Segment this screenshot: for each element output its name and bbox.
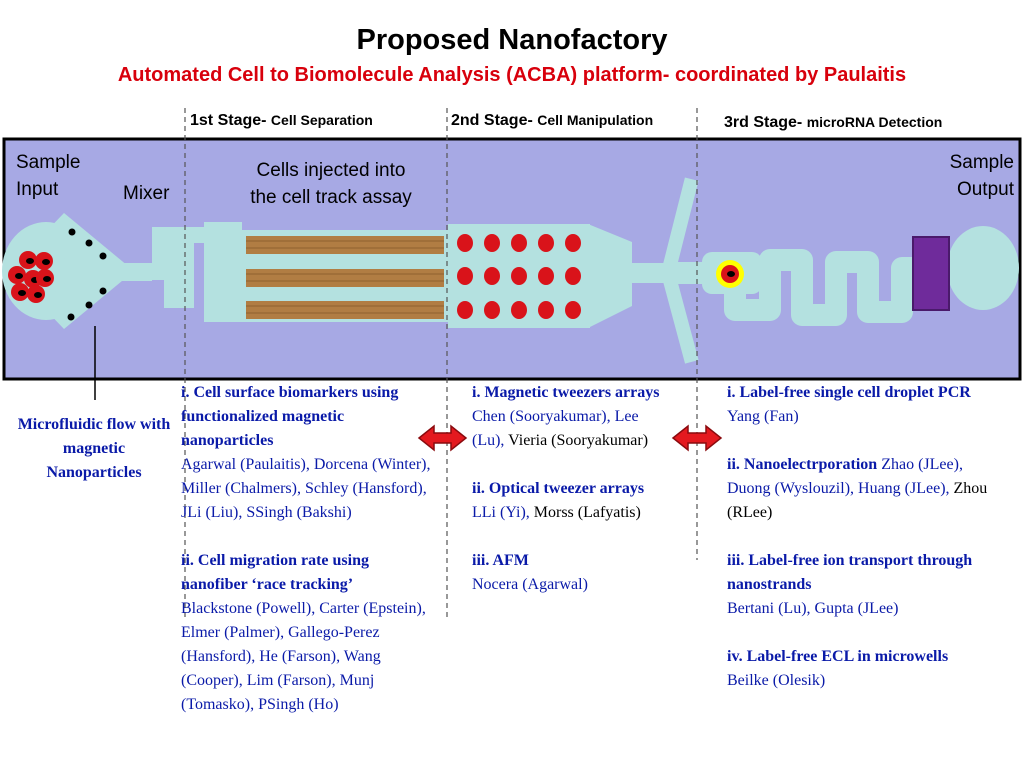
method-title: iii. AFM (472, 552, 529, 569)
output-chamber (947, 226, 1019, 310)
manipulated-cells (457, 234, 581, 319)
sample-input-line-1: Sample (16, 152, 81, 173)
method-title: i. Magnetic tweezers arrays (472, 384, 660, 401)
double-arrow-left (417, 424, 468, 452)
method-item: iv. Label-free ECL in microwells Beilke … (727, 645, 997, 693)
method-item: iii. AFM Nocera (Agarwal) (472, 549, 662, 597)
method-names: Nocera (Agarwal) (472, 576, 588, 593)
method-names: Yang (Fan) (727, 408, 799, 425)
sample-output-label: Sample Output (900, 149, 1014, 203)
nanofiber-track (246, 236, 444, 254)
method-names: Zhao (JLee), Duong (Wyslouzil), Huang (J… (727, 456, 963, 497)
method-names: LLi (Yi), (472, 504, 530, 521)
stage-1-methods: i. Cell surface biomarkers using functio… (181, 381, 431, 717)
sample-output-line-1: Sample (949, 152, 1014, 173)
nanofiber-track (246, 269, 444, 287)
input-cells (8, 251, 54, 303)
method-title: ii. Nanoelectrporation (727, 456, 878, 473)
method-title: ii. Cell migration rate using nanofiber … (181, 552, 369, 593)
cells-injected-line-2: the cell track assay (250, 187, 412, 208)
nanofiber-tracks (246, 236, 444, 319)
method-names-extra: Zhou (RLee) (727, 480, 988, 521)
stage-1-desc: Cell Separation (270, 112, 373, 128)
method-names: Beilke (Olesik) (727, 672, 826, 689)
method-names-extra: Morss (Lafyatis) (533, 504, 641, 521)
stage-1-name: 1st Stage- (190, 112, 267, 129)
stage-dividers (184, 108, 698, 620)
page-subtitle: Automated Cell to Biomolecule Analysis (… (117, 64, 907, 86)
method-item: iii. Label-free ion transport through na… (727, 549, 997, 621)
stage-2-heading: 2nd Stage- Cell Manipulation (451, 112, 653, 130)
mixer-label: Mixer (123, 183, 170, 204)
method-title: ii. Optical tweezer arrays (472, 480, 645, 497)
cells-injected-line-1: Cells injected into (256, 160, 406, 181)
method-title: i. Label-free single cell droplet PCR (727, 384, 971, 401)
stage-2-desc: Cell Manipulation (537, 112, 654, 128)
mixer-block (204, 222, 242, 322)
detection-serpentine (668, 249, 980, 326)
method-item: ii. Nanoelectrporation Zhao (JLee), Duon… (727, 453, 997, 525)
method-item: i. Cell surface biomarkers using functio… (181, 381, 431, 525)
method-item: ii. Cell migration rate using nanofiber … (181, 549, 431, 717)
microfluidic-note: Microfluidic flow with magnetic Nanopart… (17, 416, 171, 481)
method-names: Bertani (Lu), Gupta (JLee) (727, 600, 899, 617)
stage-3-methods: i. Label-free single cell droplet PCR Ya… (727, 381, 997, 693)
stage-2-name: 2nd Stage- (451, 112, 533, 129)
branch-channels (659, 177, 699, 364)
method-item: i. Label-free single cell droplet PCR Ya… (727, 381, 997, 429)
double-arrow-right (671, 424, 723, 452)
stage-3-name: 3rd Stage- (724, 114, 803, 131)
method-title: iii. Label-free ion transport through na… (727, 552, 973, 593)
cells-injected-label: Cells injected into the cell track assay (228, 157, 434, 211)
stage-2-methods: i. Magnetic tweezers arrays Chen (Soorya… (472, 381, 662, 597)
stage-3-heading: 3rd Stage- microRNA Detection (724, 114, 942, 132)
method-names-extra: Vieria (Sooryakumar) (508, 432, 649, 449)
method-title: iv. Label-free ECL in microwells (727, 648, 949, 665)
method-title: i. Cell surface biomarkers using functio… (181, 384, 399, 449)
stage-1-heading: 1st Stage- Cell Separation (190, 112, 373, 130)
magnetic-nanoparticles (67, 228, 107, 321)
method-names: Chen (Sooryakumar), Lee (Lu), (472, 408, 639, 449)
detector-electrode (912, 236, 950, 311)
sample-output-line-2: Output (956, 179, 1014, 200)
method-item: i. Magnetic tweezers arrays Chen (Soorya… (472, 381, 662, 453)
sample-input-label: Sample Input (16, 149, 80, 203)
mixer-channel (140, 227, 205, 308)
nanofiber-track (246, 301, 444, 319)
method-names: Blackstone (Powell), Carter (Epstein), E… (181, 600, 426, 713)
stage-3-desc: microRNA Detection (806, 114, 943, 130)
sample-input-line-2: Input (16, 179, 59, 200)
page-title: Proposed Nanofactory (356, 24, 668, 56)
method-item: ii. Optical tweezer arrays LLi (Yi), Mor… (472, 477, 662, 525)
method-names: Agarwal (Paulaitis), Dorcena (Winter), M… (181, 456, 431, 521)
